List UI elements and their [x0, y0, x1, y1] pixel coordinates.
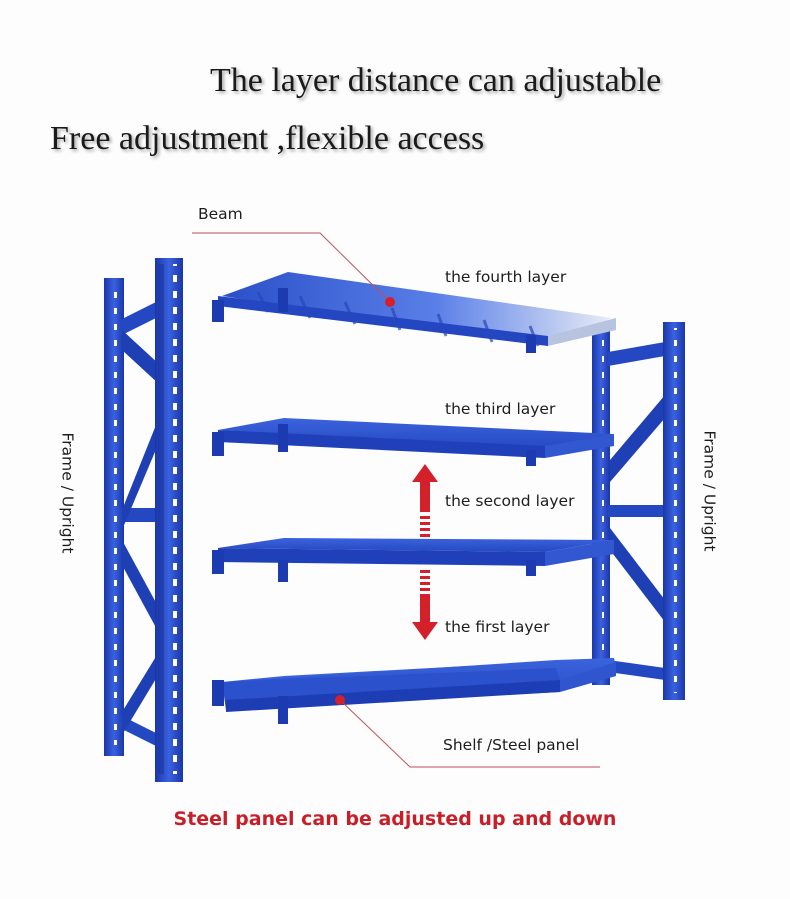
first-layer-label: the first layer	[445, 618, 550, 636]
beam-callout	[192, 232, 395, 307]
beam-label: Beam	[198, 205, 243, 223]
shelf-fourth-layer	[212, 272, 616, 353]
right-frame	[592, 322, 685, 700]
headline-line-1: The layer distance can adjustable	[210, 62, 662, 99]
shelf-third-layer	[212, 418, 614, 466]
headline-line-2: Free adjustment ,flexible access	[50, 120, 485, 157]
third-layer-label: the third layer	[445, 400, 556, 418]
frame-upright-right-label: Frame / Upright	[700, 430, 719, 552]
footer-caption: Steel panel can be adjusted up and down	[173, 808, 617, 830]
second-layer-label: the second layer	[445, 492, 575, 510]
left-frame	[104, 258, 183, 782]
adjust-down-arrow	[412, 570, 438, 640]
fourth-layer-label: the fourth layer	[445, 268, 567, 286]
shelf-callout	[335, 695, 600, 768]
shelf-first-layer	[212, 658, 616, 724]
shelf-second-layer	[212, 538, 614, 582]
shelf-panel-label: Shelf /Steel panel	[443, 736, 580, 754]
frame-upright-left-label: Frame / Upright	[58, 432, 77, 554]
adjust-up-arrow	[412, 464, 438, 537]
